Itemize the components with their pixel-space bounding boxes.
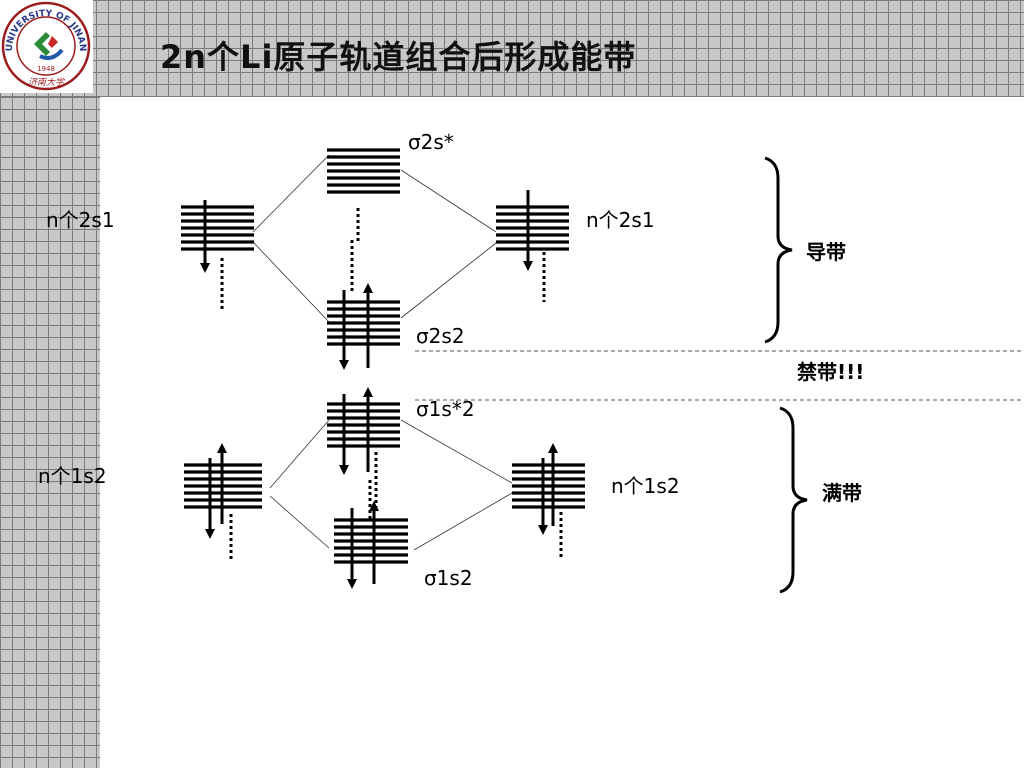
grid-background-left: [0, 97, 100, 768]
left-2s-levels: [181, 205, 254, 251]
label-sigma-2s-bonding: σ2s2: [416, 324, 465, 348]
logo-year: 1948: [37, 65, 55, 73]
university-logo: UNIVERSITY OF JINAN 1948 济南大学: [0, 0, 93, 93]
sigma-2s-antibonding-levels: [327, 148, 400, 194]
label-valence-band: 满带: [822, 481, 862, 505]
label-right-1s: n个1s2: [611, 474, 680, 498]
label-band-gap: 禁带!!!: [797, 360, 865, 384]
sigma-1s-antibonding-levels: [327, 402, 400, 448]
right-1s-levels: [512, 463, 585, 509]
valence-band-brace: [779, 406, 808, 594]
label-left-1s: n个1s2: [38, 464, 107, 488]
grid-background-top: [0, 0, 1024, 97]
conduction-band-brace: [764, 156, 793, 344]
logo-emblem-icon: [34, 32, 64, 60]
logo-motto-signature: 济南大学: [28, 77, 65, 88]
label-conduction-band: 导带: [806, 240, 846, 264]
sigma-1s-bonding-levels: [334, 518, 408, 564]
label-left-2s: n个2s1: [46, 208, 115, 232]
label-sigma-1s-bonding: σ1s2: [424, 566, 473, 590]
label-sigma-2s-antibonding: σ2s*: [408, 130, 454, 154]
slide-title: 2n个Li原子轨道组合后形成能带: [160, 38, 637, 76]
label-sigma-1s-antibonding: σ1s*2: [416, 397, 475, 421]
right-2s-levels: [496, 205, 569, 251]
sigma-2s-bonding-levels: [327, 300, 400, 346]
label-right-2s: n个2s1: [586, 208, 655, 232]
connector-lines: [252, 154, 513, 551]
